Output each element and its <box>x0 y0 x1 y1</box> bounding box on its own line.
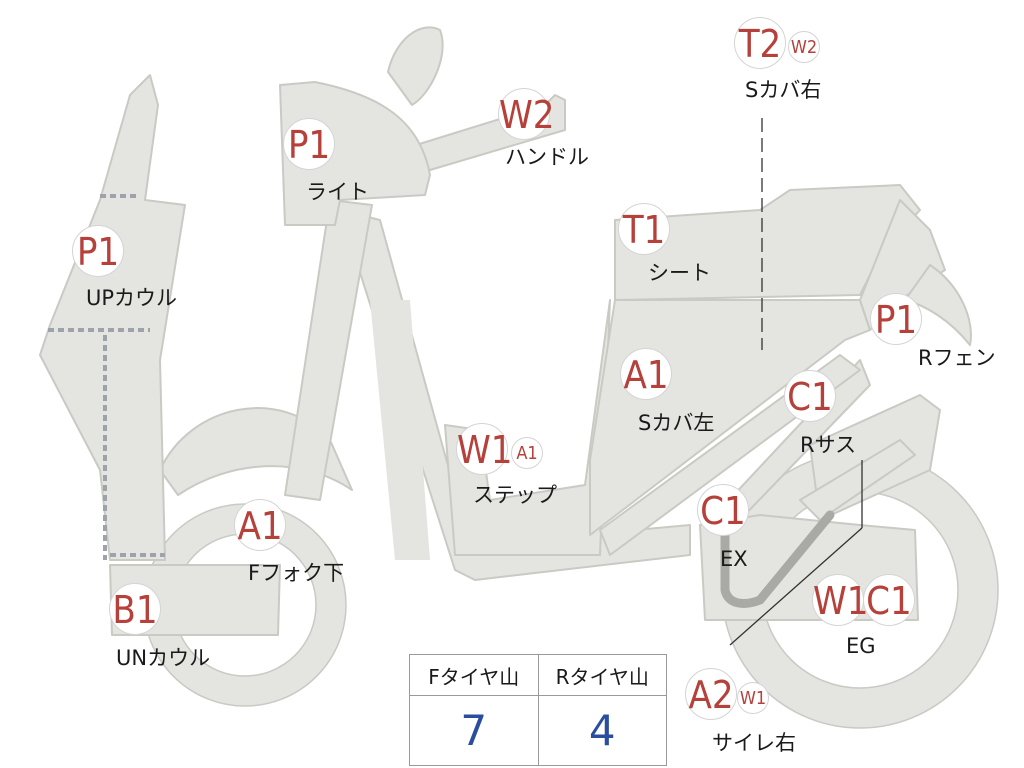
tire-table-header-row: Fタイヤ山 Rタイヤ山 <box>409 654 667 696</box>
tire-table-value-row: 7 4 <box>409 695 667 766</box>
label-step: ステップ <box>473 483 557 507</box>
front-fork <box>284 199 373 501</box>
code-badge-s-cover-l: A1 <box>620 348 672 400</box>
label-up-cowl: UPカウル <box>86 286 178 310</box>
rear-tire-header: Rタイヤ山 <box>537 654 667 696</box>
code-badge-r-fender: P1 <box>870 293 922 345</box>
exhaust-pipe <box>720 510 835 608</box>
code-badge-muffler-r: A2 <box>685 668 737 720</box>
label-eg: EG <box>846 634 876 658</box>
seat <box>614 184 921 301</box>
code-badge-f-fork: A1 <box>234 499 286 551</box>
label-un-cowl: UNカウル <box>116 646 211 670</box>
front-cowl <box>39 74 186 561</box>
mirror <box>387 26 444 106</box>
code-badge-handle: W2 <box>498 88 555 140</box>
muffler <box>799 439 916 521</box>
code-badge-s-cover-r-2: W2 <box>788 31 820 63</box>
headlight <box>279 81 431 226</box>
label-s-cover-r: Sカバ右 <box>745 78 822 102</box>
code-badge-eg: W1 <box>812 574 869 626</box>
code-badge-seat: T1 <box>618 203 670 255</box>
front-tire-header: Fタイヤ山 <box>409 654 539 696</box>
label-seat: シート <box>648 261 711 285</box>
front-tire-value: 7 <box>409 695 539 766</box>
label-r-fender: Rフェン <box>918 346 996 370</box>
code-badge-step: W1 <box>456 423 513 475</box>
label-ex: EX <box>720 547 748 571</box>
code-badge-un-cowl: B1 <box>109 583 161 635</box>
code-badge-up-cowl: P1 <box>72 225 124 277</box>
code-badge-light: P1 <box>283 118 335 170</box>
label-light: ライト <box>306 180 369 204</box>
code-badge-s-cover-r: T2 <box>734 17 786 69</box>
code-badge-muffler-r-2: W1 <box>737 682 769 714</box>
label-handle: ハンドル <box>505 145 589 169</box>
code-badge-step-2: A1 <box>511 437 543 469</box>
code-badge-ex: C1 <box>697 484 749 536</box>
code-badge-eg-2: C1 <box>863 574 915 626</box>
label-r-sus: Rサス <box>800 433 857 457</box>
label-muffler-r: サイレ右 <box>712 731 796 755</box>
label-s-cover-l: Sカバ左 <box>638 411 715 435</box>
code-badge-r-sus: C1 <box>784 370 836 422</box>
label-f-fork: Fフォク下 <box>248 561 345 585</box>
rear-tire-value: 4 <box>537 695 667 766</box>
rear-fender <box>904 264 972 346</box>
tire-tread-table: Fタイヤ山 Rタイヤ山 7 4 <box>409 654 667 766</box>
